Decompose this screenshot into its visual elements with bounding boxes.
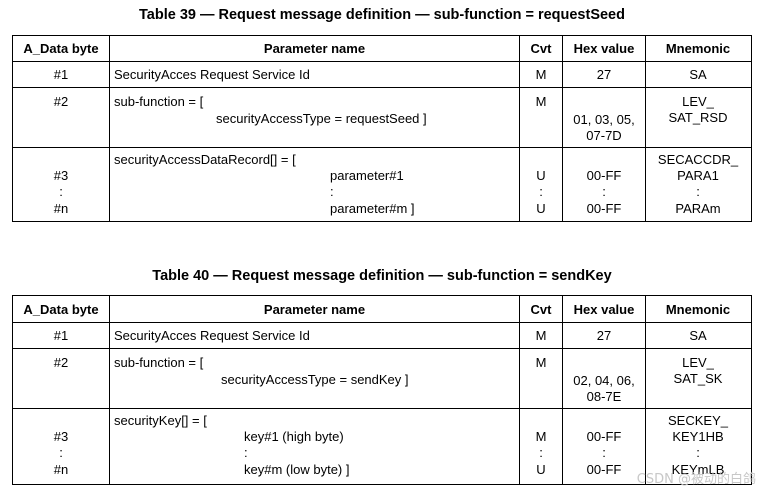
cell-mnemonic-last: KEYmLB [671, 462, 725, 477]
cell-cvt: M [535, 94, 547, 109]
cell-hex-first: 00-FF [586, 168, 622, 183]
header-mnemonic: Mnemonic [665, 41, 731, 56]
table-row: #2 sub-function = [ securityAccessType =… [13, 349, 751, 409]
cell-mnemonic: SA [689, 67, 707, 82]
cell-mnemonic-last: PARAm [675, 201, 721, 216]
cell-hex-line: 02, 04, 06, [573, 373, 635, 388]
cell-parameter-ellipsis: : [330, 184, 334, 199]
cell-parameter-line: sub-function = [ [114, 355, 204, 370]
cell-hex-line: 08-7E [586, 389, 622, 404]
table-39-caption: Table 39 — Request message definition — … [139, 7, 625, 23]
cell-parameter-line: securityAccessType = sendKey ] [221, 372, 409, 387]
cell-mnemonic-line: LEV_ [682, 94, 714, 109]
header-a-data-byte: A_Data byte [23, 302, 99, 317]
table-row: #3 : #n securityKey[] = [ key#1 (high by… [13, 409, 751, 483]
cell-hex-last: 00-FF [586, 462, 622, 477]
table-row: #1 SecurityAcces Request Service Id M 27… [13, 62, 751, 88]
column-divider [519, 296, 520, 484]
cell-mnemonic-ellipsis: : [696, 445, 700, 460]
cell-byte-ellipsis: : [59, 184, 63, 199]
cell-parameter-line: sub-function = [ [114, 94, 204, 109]
cell-cvt-ellipsis: : [539, 445, 543, 460]
column-divider [109, 296, 110, 484]
header-parameter-name: Parameter name [263, 302, 366, 317]
cell-byte-first: #3 [53, 168, 69, 183]
cell-parameter: SecurityAcces Request Service Id [114, 328, 310, 343]
watermark: CSDN @被动的白鸽 [636, 472, 756, 487]
column-divider [109, 36, 110, 221]
cell-mnemonic-line: PARA1 [677, 168, 719, 183]
column-divider [562, 36, 563, 221]
table-row: #3 : #n securityAccessDataRecord[] = [ p… [13, 148, 751, 221]
cell-mnemonic-line: KEY1HB [672, 429, 724, 444]
column-divider [645, 36, 646, 221]
cell-parameter: SecurityAcces Request Service Id [114, 67, 310, 82]
cell-hex-first: 00-FF [586, 429, 622, 444]
table-header-row: A_Data byte Parameter name Cvt Hex value… [13, 36, 751, 62]
cell-byte-last: #n [53, 201, 69, 216]
column-divider [519, 36, 520, 221]
cell-mnemonic-line: SECACCDR_ [657, 152, 739, 167]
cell-cvt: M [535, 67, 547, 82]
cell-parameter-line: securityKey[] = [ [114, 413, 207, 428]
cell-parameter-line: key#1 (high byte) [244, 429, 344, 444]
header-hex-value: Hex value [573, 302, 635, 317]
column-divider [645, 296, 646, 484]
cell-byte: #1 [53, 328, 69, 343]
header-cvt: Cvt [530, 41, 552, 56]
cell-mnemonic-line: SAT_RSD [668, 110, 728, 125]
cell-cvt-ellipsis: : [539, 184, 543, 199]
cell-parameter-line: parameter#1 [330, 168, 404, 183]
table-row: #2 sub-function = [ securityAccessType =… [13, 88, 751, 148]
header-parameter-name: Parameter name [263, 41, 366, 56]
table-40: A_Data byte Parameter name Cvt Hex value… [12, 295, 752, 485]
cell-mnemonic-ellipsis: : [696, 184, 700, 199]
cell-byte: #1 [53, 67, 69, 82]
cell-cvt: M [535, 355, 547, 370]
table-39: A_Data byte Parameter name Cvt Hex value… [12, 35, 752, 222]
cell-parameter-line: key#m (low byte) ] [244, 462, 350, 477]
cell-byte-first: #3 [53, 429, 69, 444]
header-hex-value: Hex value [573, 41, 635, 56]
header-mnemonic: Mnemonic [665, 302, 731, 317]
cell-hex-ellipsis: : [602, 445, 606, 460]
cell-cvt-first: U [536, 168, 546, 183]
cell-byte: #2 [53, 355, 69, 370]
cell-hex-last: 00-FF [586, 201, 622, 216]
cell-byte-last: #n [53, 462, 69, 477]
table-40-caption: Table 40 — Request message definition — … [152, 268, 612, 284]
cell-parameter-line: securityAccessType = requestSeed ] [216, 111, 427, 126]
table-header-row: A_Data byte Parameter name Cvt Hex value… [13, 296, 751, 323]
cell-mnemonic-line: SAT_SK [673, 371, 723, 386]
cell-mnemonic-line: SECKEY_ [668, 413, 728, 428]
cell-mnemonic-line: LEV_ [682, 355, 714, 370]
cell-cvt-first: M [535, 429, 547, 444]
cell-hex-line: 01, 03, 05, [573, 112, 635, 127]
cell-parameter-line: securityAccessDataRecord[] = [ [114, 152, 296, 167]
header-cvt: Cvt [530, 302, 552, 317]
cell-cvt: M [535, 328, 547, 343]
cell-hex-ellipsis: : [602, 184, 606, 199]
cell-cvt-last: U [536, 201, 546, 216]
table-row: #1 SecurityAcces Request Service Id M 27… [13, 323, 751, 349]
header-a-data-byte: A_Data byte [23, 41, 99, 56]
column-divider [562, 296, 563, 484]
cell-hex: 27 [596, 67, 612, 82]
cell-parameter-ellipsis: : [244, 445, 248, 460]
cell-byte-ellipsis: : [59, 445, 63, 460]
cell-hex: 27 [596, 328, 612, 343]
cell-cvt-last: U [536, 462, 546, 477]
cell-hex-line: 07-7D [586, 128, 622, 143]
cell-parameter-line: parameter#m ] [330, 201, 415, 216]
cell-byte: #2 [53, 94, 69, 109]
cell-mnemonic: SA [689, 328, 707, 343]
